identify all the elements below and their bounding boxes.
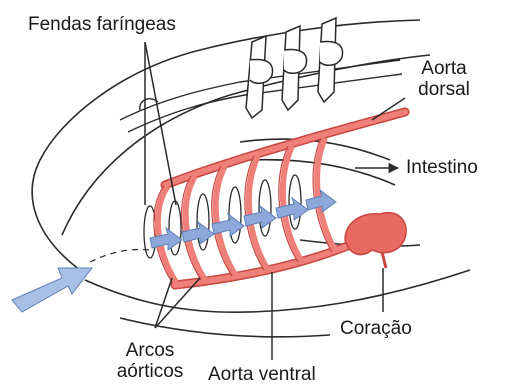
vertebrae — [246, 18, 343, 118]
label-aortic-arches-line2: aórticos — [100, 361, 200, 382]
heart — [345, 213, 406, 255]
label-pharyngeal-slits: Fendas faríngeas — [28, 14, 176, 35]
label-heart: Coração — [340, 318, 412, 339]
label-aortic-arches: Arcos aórticos — [100, 340, 200, 382]
mouth-line — [90, 250, 150, 263]
mouth-intake-arrow — [12, 268, 92, 312]
label-dorsal-aorta: Aorta dorsal — [408, 58, 480, 100]
label-ventral-aorta: Aorta ventral — [208, 364, 316, 385]
heart-vessel — [382, 252, 386, 268]
label-dorsal-aorta-line2: dorsal — [408, 79, 480, 100]
label-aortic-arches-line1: Arcos — [100, 340, 200, 361]
label-intestine: Intestino — [406, 157, 478, 178]
label-dorsal-aorta-line1: Aorta — [408, 58, 480, 79]
